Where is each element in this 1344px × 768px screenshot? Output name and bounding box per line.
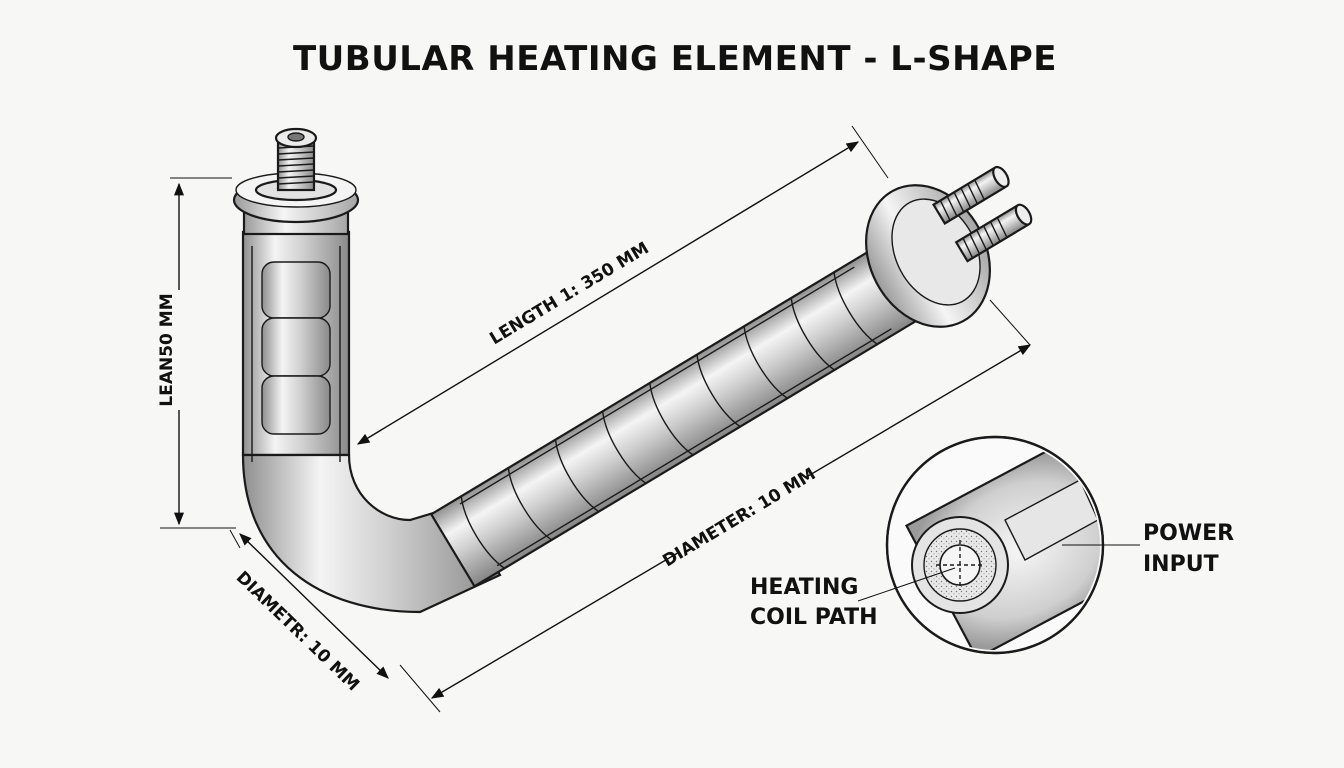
coil-ribs-vertical <box>251 246 341 462</box>
power-input-label-line1: POWER <box>1143 521 1234 546</box>
top-terminal-fitting <box>232 127 360 236</box>
dimension-vertical: LEAN50 MM <box>150 177 236 529</box>
heating-coil-label-line1: HEATING <box>750 575 858 600</box>
diagram-title: TUBULAR HEATING ELEMENT - L-SHAPE <box>293 39 1057 79</box>
cross-section-detail <box>885 435 1105 655</box>
power-terminal-flange <box>865 165 1033 328</box>
diameter-long-label: DIAMETER: 10 MM <box>659 464 819 571</box>
power-input-label-line2: INPUT <box>1143 552 1219 577</box>
callout-leaders <box>857 544 1140 602</box>
length-label: LENGTH 1: 350 MM <box>486 238 652 349</box>
vertical-length-label: LEAN50 MM <box>157 293 177 406</box>
dimension-length: LENGTH 1: 350 MM <box>356 125 889 445</box>
heating-coil-label-line2: COIL PATH <box>750 605 878 630</box>
